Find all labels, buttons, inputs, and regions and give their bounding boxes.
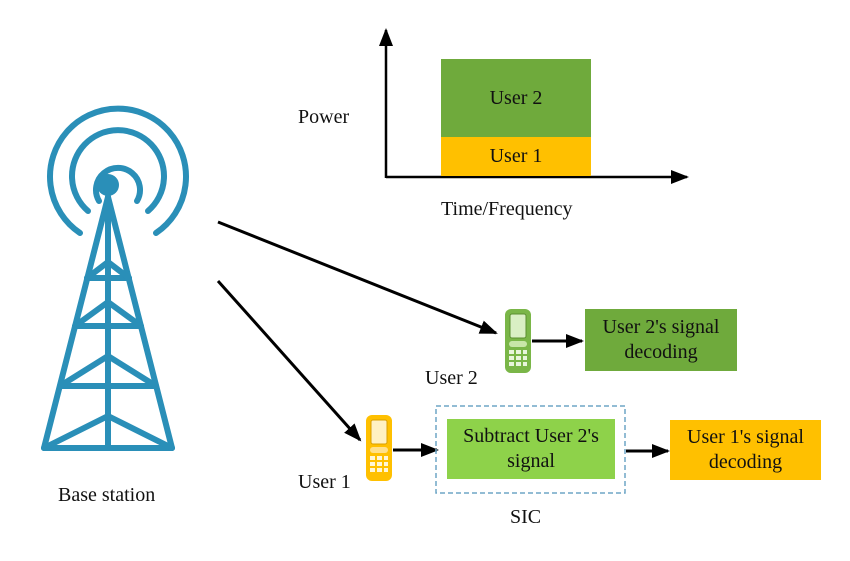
arrow-bs-to-user1 bbox=[216, 280, 362, 442]
subtract-line1: Subtract User 2's bbox=[463, 425, 599, 447]
user1-decoding-line1: User 1's signal bbox=[687, 426, 804, 448]
user1-decoding-box: User 1's signal decoding bbox=[670, 420, 821, 480]
user2-decoding-box: User 2's signal decoding bbox=[585, 309, 737, 371]
base-station-label: Base station bbox=[58, 484, 156, 506]
user2-decoding-line1: User 2's signal bbox=[602, 316, 720, 338]
arrow-bs-to-user2 bbox=[217, 220, 498, 335]
user2-bar-label: User 2 bbox=[489, 86, 543, 109]
time-frequency-axis-label: Time/Frequency bbox=[441, 198, 573, 220]
subtract-user2-box: Subtract User 2's signal bbox=[447, 419, 615, 479]
subtract-line2: signal bbox=[507, 450, 555, 472]
user1-decoding-line2: decoding bbox=[708, 451, 783, 473]
user1-phone-icon bbox=[366, 415, 392, 481]
user2-phone-icon bbox=[505, 309, 531, 373]
user1-label: User 1 bbox=[298, 471, 351, 493]
user2-power-bar bbox=[441, 59, 591, 137]
base-station-icon bbox=[41, 105, 189, 451]
sic-label: SIC bbox=[510, 506, 542, 528]
user2-label: User 2 bbox=[425, 367, 478, 389]
user1-power-bar bbox=[441, 137, 591, 176]
power-axis-label: Power bbox=[298, 106, 350, 128]
sic-container bbox=[435, 405, 626, 494]
user1-bar-label: User 1 bbox=[489, 145, 543, 167]
user2-decoding-line2: decoding bbox=[624, 341, 698, 363]
power-chart-axes bbox=[379, 28, 689, 184]
